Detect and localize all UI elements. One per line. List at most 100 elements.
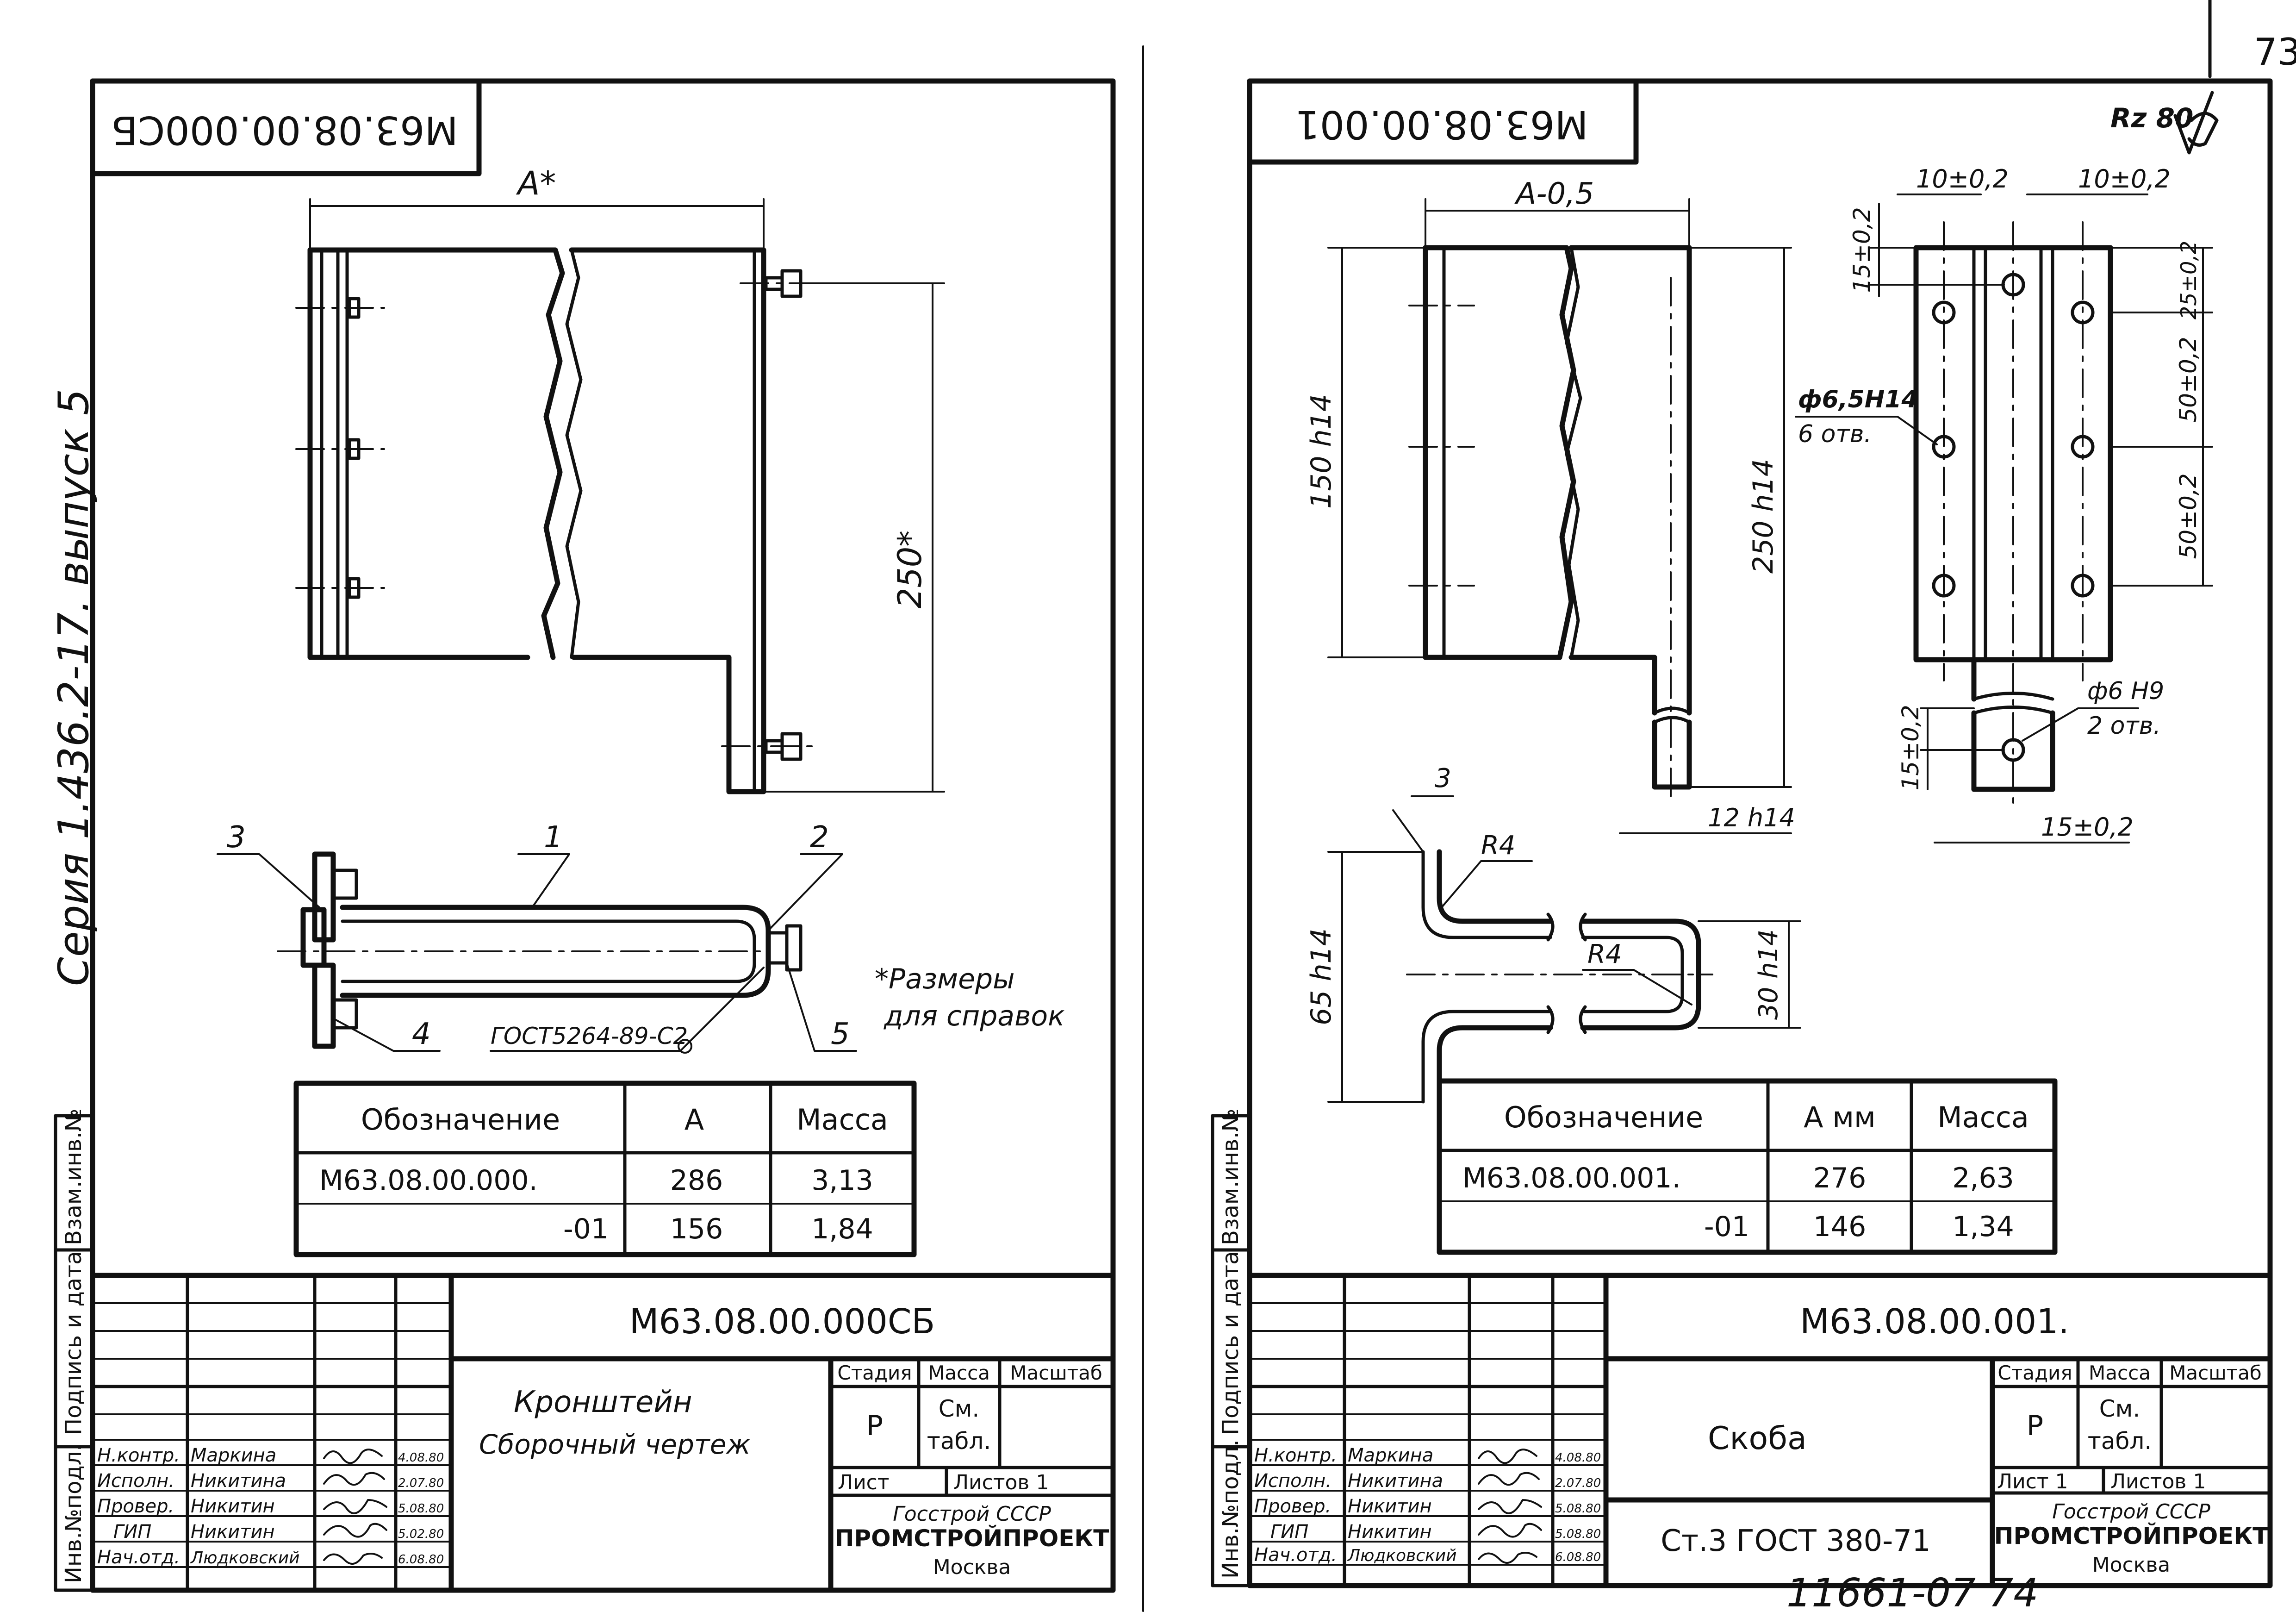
rtb-name-s5: Людковский — [1347, 1546, 1457, 1565]
leader-3 — [217, 853, 320, 908]
left-td-r1-c3: 3,13 — [811, 1164, 873, 1197]
rtb-name-s1: Маркина — [1348, 1445, 1433, 1466]
left-td-r1-c2: 286 — [670, 1164, 723, 1197]
ltb-sheets-label: Листов 1 — [953, 1471, 1049, 1494]
signature-3 — [323, 1499, 387, 1514]
r4-top-leader — [1441, 860, 1533, 908]
right-td-r1-c3: 2,63 — [1952, 1162, 2014, 1194]
rtb-org-1: Госстрой СССР — [2052, 1500, 2210, 1524]
hole-1 — [1932, 300, 1956, 325]
clip-tail-break-2 — [1653, 716, 1691, 724]
ltb-date-4: 5.02.80 — [398, 1527, 444, 1541]
rtb-org-2: ПРОМСТРОЙПРОЕКТ — [1994, 1522, 2269, 1549]
dim-3-arrows — [1392, 809, 1424, 853]
rtb-stage-value: Р — [2027, 1410, 2043, 1442]
ltb-name-s2: Никитина — [191, 1470, 286, 1492]
rtb-date-1: 4.08.80 — [1555, 1451, 1601, 1465]
bracket-outline-right — [569, 247, 766, 794]
right-th-a: А мм — [1804, 1100, 1876, 1134]
right-side-label-2: Подпись и дата — [1218, 1251, 1244, 1435]
hole-small-2: 2 отв. — [2087, 712, 2161, 740]
ltb-date-2: 2.07.80 — [398, 1476, 444, 1490]
rtb-role-5: Нач.отд. — [1254, 1544, 1337, 1566]
ltb-date-3: 5.08.80 — [398, 1502, 444, 1516]
left-th-designation: Обозначение — [361, 1103, 560, 1137]
right-code-box — [1247, 78, 1639, 165]
hole-small-1: ф6 Н9 — [2087, 677, 2164, 705]
section-nut-top — [331, 868, 358, 900]
rtb-material: Ст.3 ГОСТ 380-71 — [1661, 1524, 1931, 1558]
ltb-stage-value: Р — [866, 1410, 883, 1442]
left-frame — [90, 78, 1116, 1593]
rtb-date-4: 5.08.80 — [1555, 1527, 1601, 1541]
rtb-mass-label: Масса — [2089, 1362, 2151, 1384]
clip-profile-break-b — [1579, 912, 1587, 1034]
note-line-2: для справок — [884, 1000, 1064, 1032]
r4-top-label: R4 — [1481, 831, 1516, 861]
dim-65-label: 65 h14 — [1305, 928, 1338, 1025]
ltb-mass-label: Масса — [928, 1362, 990, 1384]
ltb-stage-label: Стадия — [837, 1362, 912, 1384]
r-signature-3 — [1478, 1499, 1542, 1514]
dim-25-label: 25±0,2 — [2176, 241, 2201, 319]
hole-main-2: 6 отв. — [1798, 420, 1872, 448]
left-sheet: М63.08.00.000СБ Инв.№подл. Подпись и дат… — [54, 78, 1116, 1593]
signature-5 — [323, 1553, 383, 1565]
bracket-break-right — [565, 248, 583, 659]
rtb-stage-label: Стадия — [1997, 1362, 2072, 1384]
ltb-name-s3: Никитин — [191, 1496, 275, 1517]
signature-2 — [323, 1472, 385, 1486]
right-title-block: М63.08.00.001. Скоба Ст.3 ГОСТ 380-71 Ст… — [1247, 1273, 2273, 1588]
right-td-r2-c2: 146 — [1813, 1211, 1867, 1243]
leader-5 — [786, 962, 857, 1052]
hole-6 — [2071, 574, 2095, 598]
callout-2: 2 — [810, 820, 829, 855]
ltb-role-5: Нач.отд. — [97, 1547, 180, 1568]
right-top-code: М63.08.00.001 — [1295, 102, 1588, 147]
rtb-mass-value-2: табл. — [2088, 1428, 2152, 1455]
rtb-name-s2: Никитина — [1348, 1470, 1443, 1492]
clip-top-view: 10±0,2 10±0,2 15±0,2 25±0,2 50±0,2 50±0,… — [1795, 164, 2213, 843]
rtb-org-3: Москва — [2092, 1553, 2171, 1577]
clip-profile-break-a — [1546, 912, 1555, 1034]
left-side-label-1: Инв.№подл. — [61, 1444, 87, 1583]
section-right-bolt — [766, 931, 789, 965]
right-td-r1-c2: 276 — [1813, 1162, 1867, 1194]
dim-10l-label: 10±0,2 — [1916, 164, 2009, 194]
left-td-r2-c3: 1,84 — [811, 1213, 873, 1245]
rtb-date-3: 5.08.80 — [1555, 1502, 1601, 1516]
r-signature-1 — [1478, 1449, 1537, 1464]
ltb-name-s5: Людковский — [190, 1549, 300, 1568]
clip-break-right — [1565, 246, 1582, 659]
clip-tail — [1568, 655, 1657, 716]
dim-50t-label: 50±0,2 — [2175, 337, 2202, 422]
r-signature-2 — [1478, 1472, 1540, 1486]
leader-4 — [332, 1018, 441, 1052]
bracket-outline-left — [307, 247, 530, 660]
left-code-box — [90, 78, 482, 176]
callout-3: 3 — [227, 820, 246, 855]
rtb-date-5: 6.08.80 — [1555, 1550, 1601, 1564]
dim-10r-label: 10±0,2 — [2078, 164, 2171, 194]
rtb-mass-value-1: См. — [2099, 1395, 2140, 1422]
dim-50b-label: 50±0,2 — [2175, 473, 2202, 559]
rtb-name: Скоба — [1708, 1420, 1807, 1457]
callout-1: 1 — [544, 820, 563, 855]
dim-12-label: 12 h14 — [1708, 803, 1795, 832]
dim-15t-label: 15±0,2 — [1848, 207, 1875, 293]
dim-150-label: 150 h14 — [1305, 394, 1338, 509]
left-td-r1-c1: М63.08.00.000. — [319, 1164, 538, 1197]
leader-2 — [767, 853, 843, 931]
clip-front-view: A-0,5 150 h14 250 h14 12 h14 — [1305, 177, 1795, 834]
right-side-label-1: Инв.№подл. — [1218, 1439, 1244, 1579]
callout-4: 4 — [412, 1017, 431, 1051]
dim-3-label: 3 — [1435, 763, 1451, 793]
right-td-r2-c3: 1,34 — [1952, 1211, 2014, 1243]
left-th-mass: Масса — [796, 1103, 888, 1137]
left-th-a: A — [684, 1103, 704, 1137]
hole-main-leader — [1795, 416, 1938, 445]
clip-break-left — [1423, 245, 1576, 660]
ltb-org-2: ПРОМСТРОЙПРОЕКТ — [835, 1524, 1109, 1552]
clip-tail-break-1 — [1653, 706, 1691, 715]
